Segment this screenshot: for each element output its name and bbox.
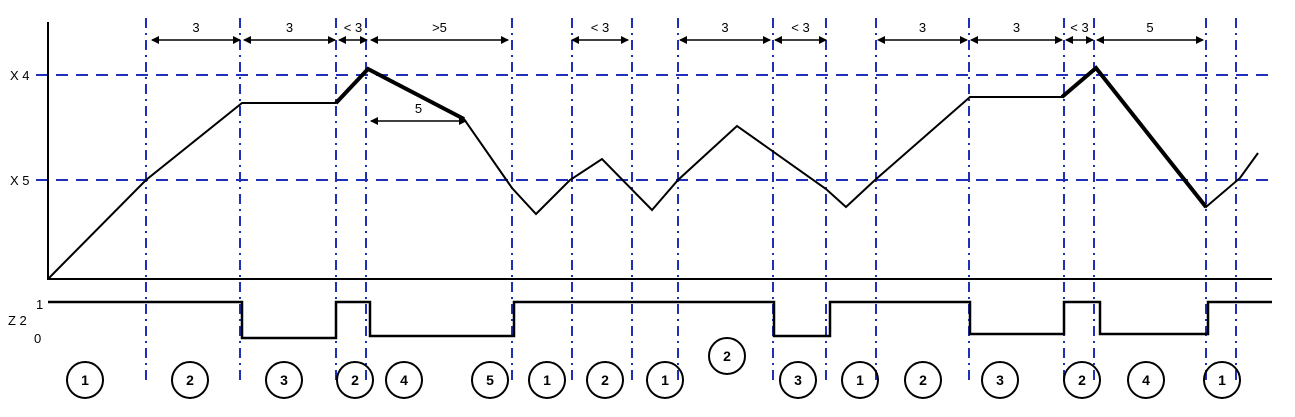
interval-marker: < 3: [1065, 20, 1094, 44]
state-marker: 3: [779, 361, 817, 399]
state-circle: [904, 361, 942, 399]
interval-marker: 3: [151, 20, 241, 44]
state-label: 1: [81, 372, 89, 388]
interval-label: >5: [432, 20, 447, 35]
state-circle: [841, 361, 879, 399]
state-marker: 3: [265, 361, 303, 399]
state-marker: 2: [586, 361, 624, 399]
interval-label: < 3: [591, 20, 609, 35]
state-circle: [586, 361, 624, 399]
interval-label: 3: [286, 20, 293, 35]
state-marker: 4: [385, 361, 423, 399]
state-marker: 2: [1063, 361, 1101, 399]
z-high-level-label: 1: [36, 297, 43, 312]
z-low-level-label: 0: [34, 331, 41, 346]
state-marker: 1: [528, 361, 566, 399]
interval-marker: 5: [1096, 20, 1204, 44]
interval-marker: 3: [877, 20, 968, 44]
state-marker: 1: [66, 361, 104, 399]
interval-label: 5: [415, 101, 422, 116]
interval-label: < 3: [791, 20, 809, 35]
state-label: 1: [543, 372, 551, 388]
state-marker: 5: [471, 361, 509, 399]
interval-marker: 3: [970, 20, 1063, 44]
state-label: 3: [280, 372, 288, 388]
interval-markers: 3 3 < 3 >5 5 < 3 3 < 3 3 3 < 3 5: [151, 20, 1204, 125]
state-circle: [336, 361, 374, 399]
state-marker: 3: [981, 361, 1019, 399]
interval-label: 5: [1146, 20, 1153, 35]
z2-digital-signal: [48, 300, 1272, 340]
interval-label: 3: [192, 20, 199, 35]
state-circle: [779, 361, 817, 399]
state-marker: 2: [171, 361, 209, 399]
state-circle: [471, 361, 509, 399]
state-label: 1: [1218, 372, 1226, 388]
axes: [47, 22, 1272, 280]
state-label: 1: [661, 372, 669, 388]
state-label: 2: [351, 372, 359, 388]
state-circle: [171, 361, 209, 399]
interval-marker: >5: [370, 20, 509, 44]
state-label: 2: [919, 372, 927, 388]
state-label: 2: [186, 372, 194, 388]
state-label: 4: [1142, 372, 1150, 388]
emphasised-segments: [334, 65, 1208, 209]
x5-axis-label: X 5: [10, 173, 30, 188]
state-circle: [1063, 361, 1101, 399]
analog-signal-curve: [47, 66, 1259, 280]
state-label: 2: [601, 372, 609, 388]
interval-marker: < 3: [774, 20, 827, 44]
interval-label: 3: [919, 20, 926, 35]
interval-label: < 3: [1070, 20, 1088, 35]
interval-marker: 3: [243, 20, 336, 44]
state-label: 3: [794, 372, 802, 388]
interval-label: < 3: [344, 20, 362, 35]
state-label: 5: [486, 372, 494, 388]
state-circle: [981, 361, 1019, 399]
interval-marker: 3: [679, 20, 771, 44]
state-markers: 1 2 3 2 4 5 1 2 1 2 3 1 2 3 2 4 1: [66, 337, 1241, 399]
state-label: 2: [1078, 372, 1086, 388]
state-circle: [1203, 361, 1241, 399]
state-marker: 4: [1127, 361, 1165, 399]
state-circle: [528, 361, 566, 399]
peak-segment-2: [1060, 65, 1208, 209]
peak-segment-1: [334, 66, 465, 121]
state-circle: [385, 361, 423, 399]
state-circle: [708, 337, 746, 375]
state-circle: [646, 361, 684, 399]
state-marker: 2: [708, 337, 746, 375]
state-label: 1: [856, 372, 864, 388]
z2-signal-label: Z 2: [8, 313, 27, 328]
state-circle: [265, 361, 303, 399]
interval-marker: < 3: [338, 20, 368, 44]
interval-marker: < 3: [571, 20, 629, 44]
state-marker: 1: [1203, 361, 1241, 399]
state-label: 4: [400, 372, 408, 388]
state-circle: [1127, 361, 1165, 399]
state-label: 2: [723, 348, 731, 364]
interval-label: 3: [721, 20, 728, 35]
x4-axis-label: X 4: [10, 68, 30, 83]
state-label: 3: [996, 372, 1004, 388]
state-marker: 2: [336, 361, 374, 399]
state-marker: 1: [841, 361, 879, 399]
state-marker: 1: [646, 361, 684, 399]
interval-label: 3: [1013, 20, 1020, 35]
state-circle: [66, 361, 104, 399]
state-marker: 2: [904, 361, 942, 399]
interval-marker: 5: [370, 101, 467, 125]
reference-lines: [36, 74, 1272, 181]
vertical-guide-lines: [145, 18, 1237, 380]
